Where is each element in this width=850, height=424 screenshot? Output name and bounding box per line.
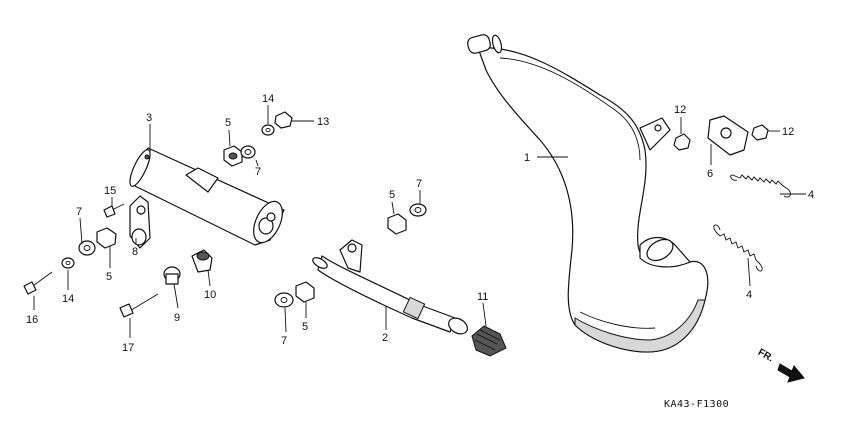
collar-7-left (78, 240, 96, 256)
mount-bracket (707, 115, 749, 156)
callout-10: 10 (204, 289, 216, 301)
callout-17: 17 (122, 342, 134, 354)
callout-12: 12 (674, 104, 686, 116)
tail-pipe (312, 239, 468, 335)
callout-5: 5 (389, 189, 395, 201)
front-direction-label: FR. (756, 347, 776, 365)
nut-5-left (96, 227, 117, 249)
collar-9 (163, 266, 181, 285)
spring-upper (730, 174, 791, 198)
front-arrow-icon (777, 363, 805, 383)
nut-5-middle (387, 213, 407, 235)
callout-5: 5 (302, 321, 308, 333)
callout-2: 2 (382, 332, 388, 344)
expansion-chamber (467, 34, 709, 353)
callout-15: 15 (104, 185, 116, 197)
bolt-17 (119, 293, 159, 318)
silencer (129, 147, 285, 246)
callout-14: 14 (262, 93, 274, 105)
callout-5: 5 (106, 271, 112, 283)
callout-9: 9 (174, 312, 180, 324)
callout-12: 12 (782, 126, 794, 138)
mounting-plate (129, 195, 151, 249)
nut-13 (274, 111, 293, 129)
washer-14-upper (261, 124, 275, 136)
collar-7-lower (274, 292, 294, 308)
collar-7-upper (240, 145, 256, 159)
callout-4: 4 (808, 189, 814, 201)
callout-16: 16 (26, 314, 38, 326)
bolt-12-right (751, 124, 769, 141)
catalog-code: KA43-F1300 (664, 399, 729, 410)
callout-6: 6 (707, 168, 713, 180)
washer-14-left (61, 257, 75, 269)
callout-7: 7 (281, 335, 287, 347)
nut-5-lower (295, 281, 315, 303)
callout-1: 1 (524, 152, 530, 164)
callout-7: 7 (416, 178, 422, 190)
callout-5: 5 (225, 117, 231, 129)
callout-4: 4 (746, 289, 752, 301)
callout-14: 14 (62, 293, 74, 305)
callout-3: 3 (146, 112, 152, 124)
spring-lower (713, 224, 763, 272)
callout-13: 13 (317, 116, 329, 128)
callout-7: 7 (255, 166, 261, 178)
nut-5-upper (223, 145, 243, 167)
front-direction-marker: FR. (756, 347, 805, 383)
bolt-16 (23, 271, 53, 295)
rubber-grommet (191, 249, 213, 273)
pipe-packing (471, 325, 507, 357)
callout-8: 8 (132, 246, 138, 258)
callout-11: 11 (477, 291, 488, 303)
bolt-12-left (673, 133, 691, 151)
bolt-15 (103, 203, 125, 218)
leader-lines (33, 105, 806, 338)
collar-7-middle (409, 203, 427, 217)
callout-7: 7 (76, 206, 82, 218)
